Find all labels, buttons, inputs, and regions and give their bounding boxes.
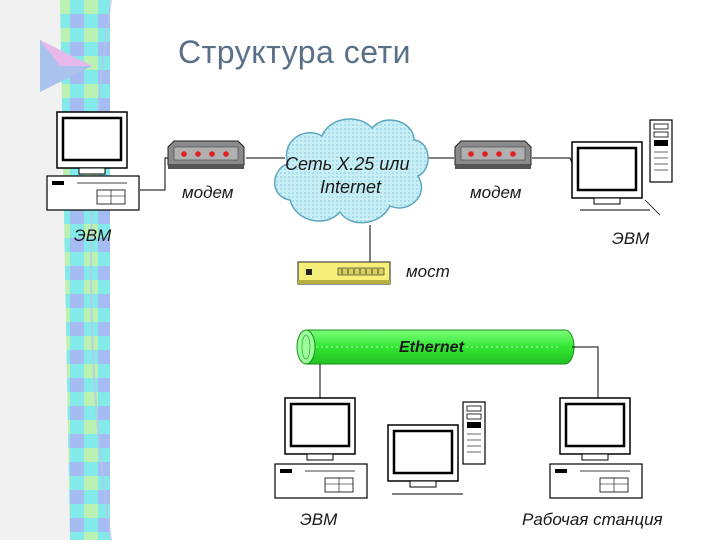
connection-lines-bottom xyxy=(319,346,599,398)
label-workstation: Рабочая станция xyxy=(522,510,663,529)
modem-right-icon xyxy=(454,140,532,170)
label-modem-left: модем xyxy=(182,183,234,202)
label-evm-top-left: ЭВМ xyxy=(74,226,112,245)
modem-left-icon xyxy=(167,140,245,170)
label-bridge: мост xyxy=(406,262,450,281)
ethernet-bus-icon xyxy=(296,329,575,365)
workstation-icon xyxy=(549,396,643,499)
background-decoration xyxy=(0,0,112,540)
bridge-icon xyxy=(297,261,391,285)
label-ethernet: Ethernet xyxy=(399,339,464,356)
evm-bottom-icon xyxy=(274,396,368,499)
label-cloud-line2: Internet xyxy=(320,177,382,197)
label-evm-bottom: ЭВМ xyxy=(300,510,338,529)
computer-bottom-middle-icon xyxy=(386,401,486,495)
evm-top-left-icon xyxy=(46,110,140,211)
slide-title: Структура сети xyxy=(178,34,411,70)
label-modem-right: модем xyxy=(470,183,522,202)
evm-top-right-icon xyxy=(570,119,673,216)
label-evm-top-right: ЭВМ xyxy=(612,229,650,248)
cloud-network-icon xyxy=(274,118,429,224)
label-cloud-line1: Сеть X.25 или xyxy=(285,154,410,174)
